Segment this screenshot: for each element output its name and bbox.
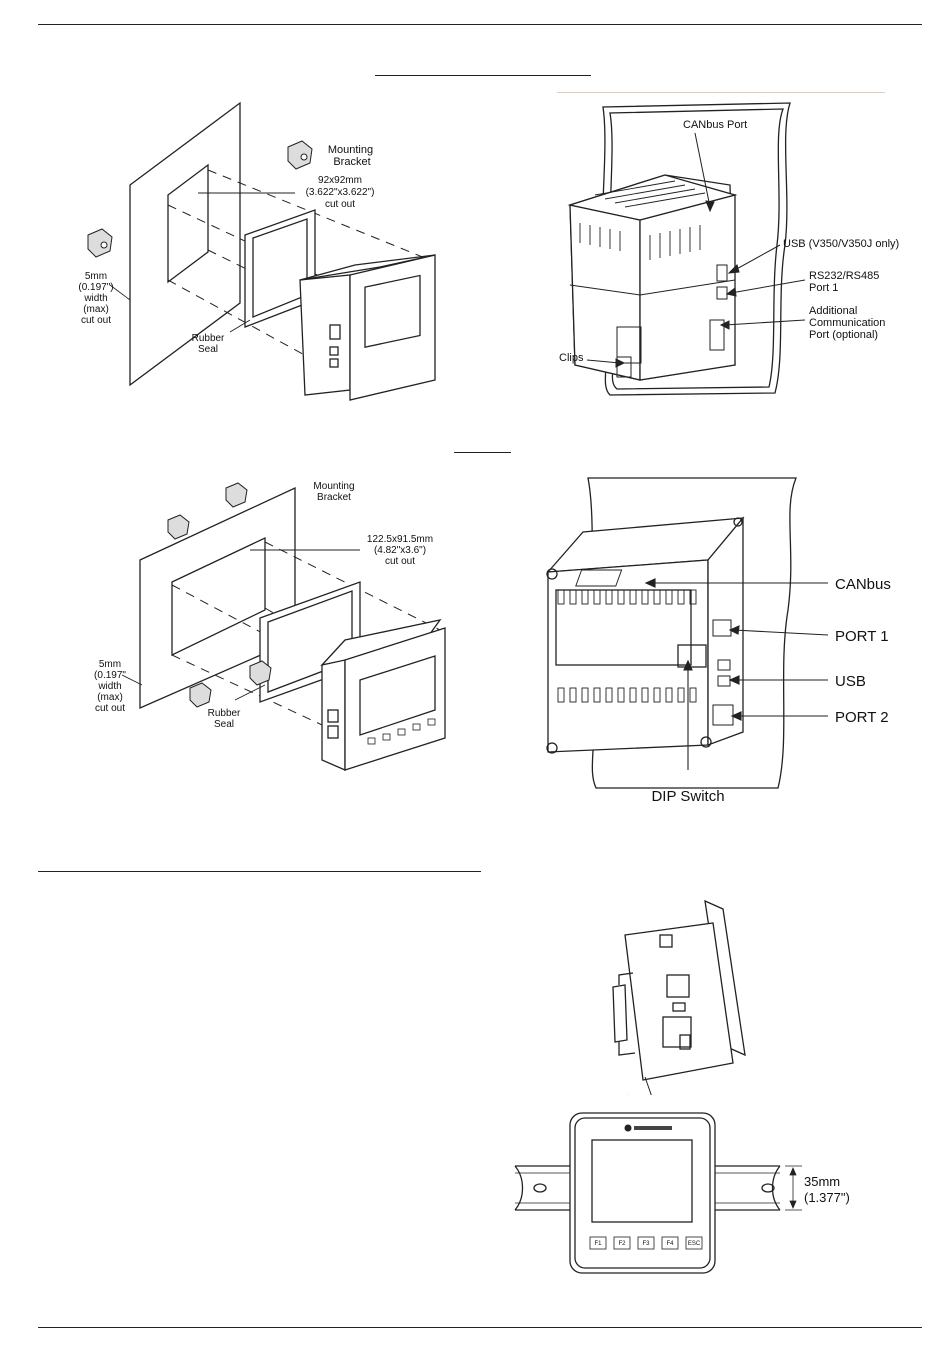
rear-view-diagram-small: CANbus Port USB (V350/V350J only) RS232/…: [559, 102, 899, 396]
section-heading-underline-2: [454, 452, 511, 453]
key-f4: [661, 1236, 679, 1250]
section-heading-underline-3: [38, 871, 481, 872]
display-screen: [591, 1139, 693, 1223]
mounting-bracket-icon: [87, 228, 113, 258]
controller-large: [320, 619, 446, 771]
key-f2: [613, 1236, 631, 1250]
bottom-rule: [38, 1327, 922, 1328]
panel-cutout: [171, 536, 266, 657]
panel-sheet: [129, 101, 241, 387]
port1-label: PORT 1: [835, 628, 889, 645]
dip-switch-label: DIP Switch: [651, 788, 724, 805]
key-label: F3: [642, 1241, 650, 1247]
cutout-label: 92x92mm(3.622"x3.622")cut out: [306, 175, 375, 210]
mounting-bracket-icon: [287, 140, 313, 170]
top-rule: [38, 24, 922, 25]
canbus-label: CANbus: [835, 576, 891, 593]
key-label: F4: [666, 1241, 674, 1247]
mounting-bracket-icon: [167, 482, 272, 708]
key-label: ESC: [688, 1241, 701, 1247]
usb-label: USB (V350/V350J only): [783, 238, 899, 250]
clips-label: Clips: [559, 352, 584, 364]
port2-label: PORT 2: [835, 709, 889, 726]
din-rail-profile: [612, 984, 628, 1043]
din-rail-side-view: [612, 899, 746, 1095]
controller-housing-large: [546, 516, 745, 753]
faint-rule: [557, 92, 885, 93]
panel-width-label: 5mm(0.197"width(max)cut out: [94, 659, 126, 714]
panel-mount-diagram-small: Mounting Bracket 92x92mm(3.622"x3.622")c…: [78, 101, 436, 401]
rail-height-label: 35mm(1.377"): [804, 1174, 850, 1205]
panel-width-label: 5mm(0.197")width(max)cut out: [78, 271, 113, 326]
key-f1: [589, 1236, 607, 1250]
key-label: F2: [618, 1241, 626, 1247]
section-heading-underline-1: [375, 75, 591, 76]
panel-cutout: [167, 163, 209, 284]
controller-body: [624, 922, 734, 1081]
key-f3: [637, 1236, 655, 1250]
cutout-label: 122.5x91.5mm(4.82"x3.6")cut out: [367, 534, 433, 567]
vent-slots: [557, 589, 697, 703]
rear-view-diagram-large: CANbus PORT 1 USB PORT 2 DIP Switch: [546, 477, 891, 805]
key-label: F1: [594, 1241, 602, 1247]
logo: [624, 1124, 672, 1132]
usb-label: USB: [835, 673, 866, 690]
vent-slots: [579, 180, 706, 260]
mounting-bracket-label: Mounting Bracket: [328, 144, 376, 168]
key-esc: [685, 1236, 703, 1250]
canbus-port-label: CANbus Port: [683, 119, 747, 131]
controller-small: [299, 254, 436, 401]
din-rail-front-view: F1 F2 F3 F4 ESC 35mm(1.377"): [514, 1112, 850, 1274]
